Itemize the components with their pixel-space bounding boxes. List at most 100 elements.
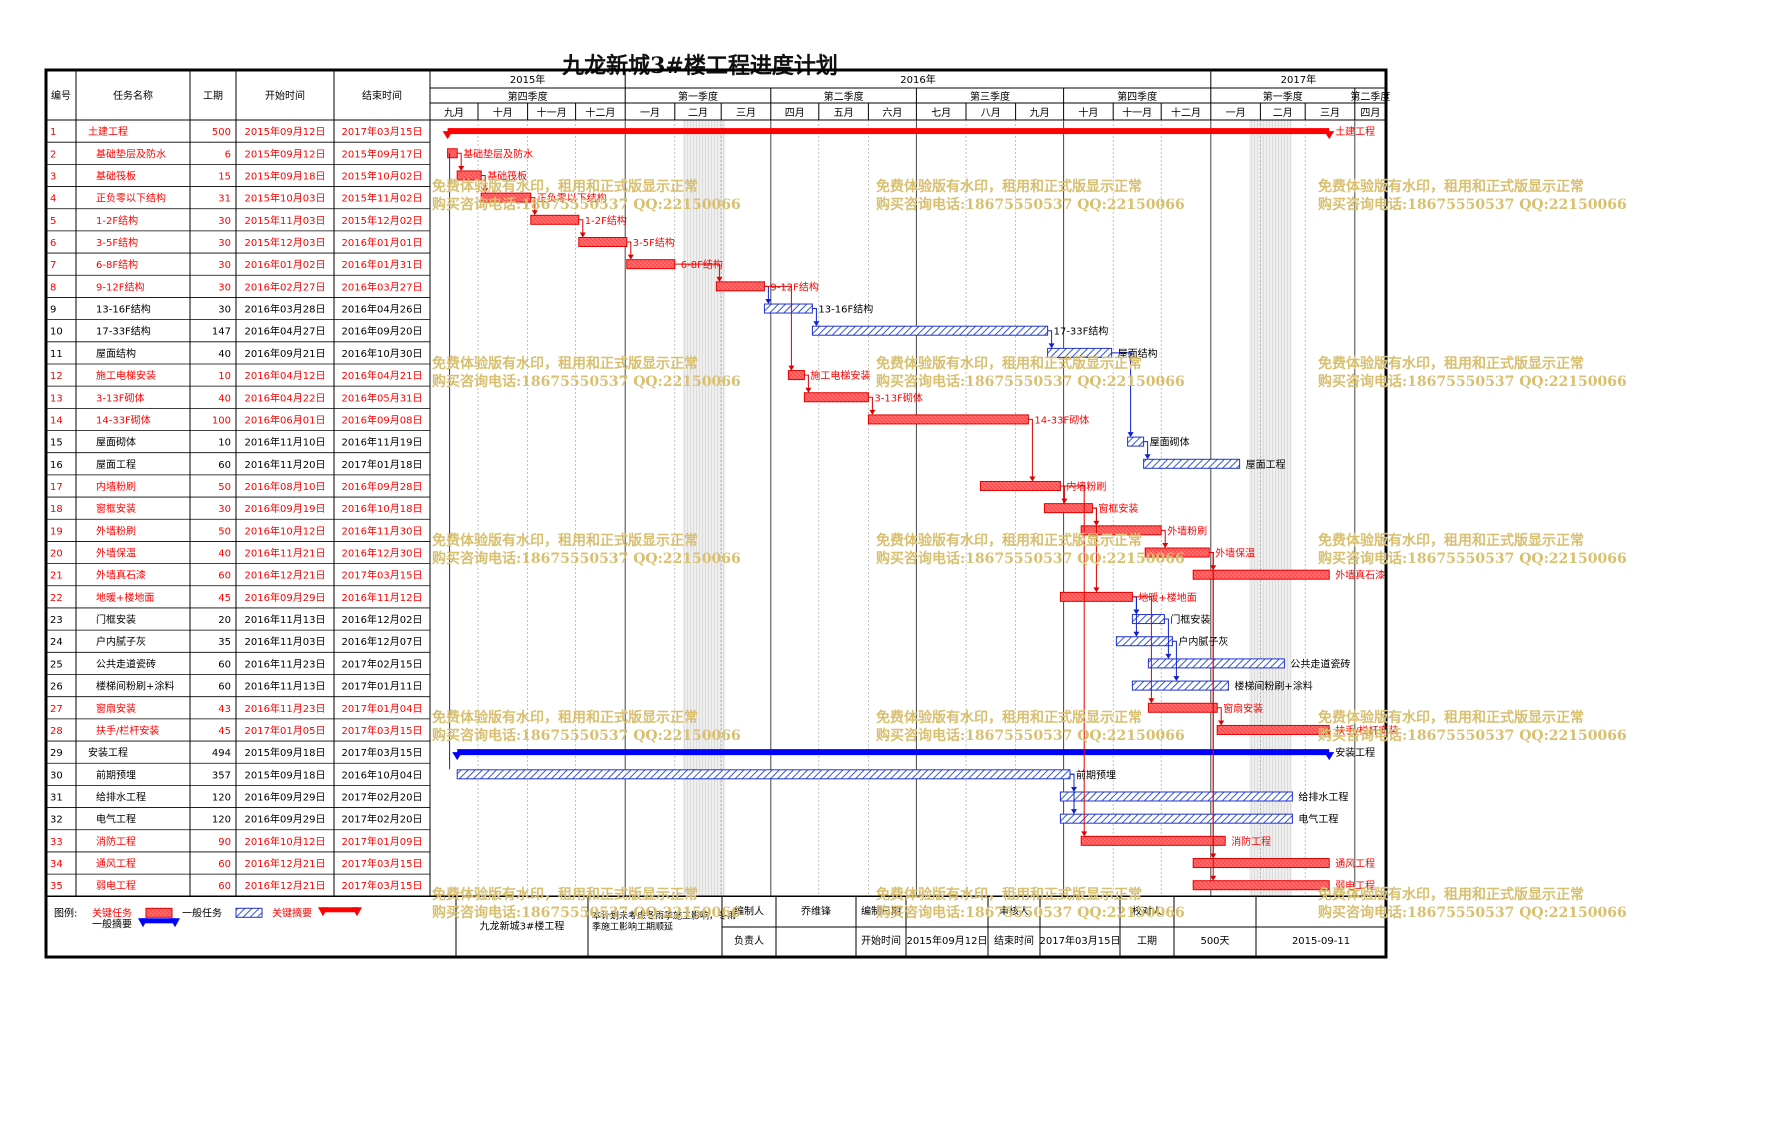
task-duration: 90 — [218, 837, 231, 848]
task-duration: 60 — [218, 571, 231, 582]
task-start: 2016年11月23日 — [245, 702, 326, 715]
watermark-text: 免费体验版有水印，租用和正式版显示正常购买咨询电话:18675550537 QQ… — [876, 886, 1185, 922]
task-name: 基础垫层及防水 — [96, 147, 166, 160]
task-name: 窗框安装 — [96, 502, 136, 515]
task-start: 2015年09月18日 — [245, 746, 326, 759]
dependency-line — [1070, 773, 1075, 811]
task-id: 17 — [50, 482, 63, 493]
task-duration: 60 — [218, 659, 231, 670]
footer-project: 九龙新城3#楼工程 — [480, 919, 565, 932]
task-id: 16 — [50, 460, 63, 471]
task-id: 31 — [50, 792, 63, 803]
dependency-line — [1209, 552, 1214, 877]
watermark-text: 免费体验版有水印，租用和正式版显示正常购买咨询电话:18675550537 QQ… — [432, 709, 741, 745]
task-start: 2016年06月01日 — [245, 413, 326, 426]
watermark-line: 购买咨询电话:18675550537 QQ:22150066 — [432, 197, 741, 213]
bar-label: 17-33F结构 — [1054, 325, 1109, 338]
watermark-text: 免费体验版有水印，租用和正式版显示正常购买咨询电话:18675550537 QQ… — [1318, 355, 1627, 391]
bar-label: 外墙粉刷 — [1167, 524, 1207, 537]
bar-label: 地暖+楼地面 — [1138, 591, 1196, 604]
task-duration: 40 — [218, 349, 231, 360]
header-name: 任务名称 — [113, 89, 153, 102]
month-label: 二月 — [1273, 107, 1293, 119]
dependency-arrow — [1210, 875, 1217, 881]
dependency-arrow — [482, 188, 489, 194]
task-start: 2016年01月02日 — [245, 258, 326, 271]
task-name: 前期预埋 — [96, 768, 136, 781]
dependency-line — [1172, 640, 1177, 678]
task-bar — [979, 480, 1061, 491]
header-end: 结束时间 — [362, 89, 402, 102]
task-bar — [1147, 658, 1285, 669]
footer-start-label: 开始时间 — [861, 934, 901, 947]
footer-prepared-by: 乔维锋 — [801, 904, 831, 917]
task-start: 2016年09月21日 — [245, 347, 326, 360]
legend-label: 图例: — [54, 906, 77, 919]
task-name: 通风工程 — [96, 858, 136, 870]
task-name: 屋面砌体 — [96, 437, 136, 449]
watermark-line: 购买咨询电话:18675550537 QQ:22150066 — [432, 551, 741, 567]
task-id: 14 — [50, 415, 63, 426]
task-name: 14-33F砌体 — [96, 414, 151, 426]
task-end: 2016年09月20日 — [342, 325, 423, 338]
watermark-line: 购买咨询电话:18675550537 QQ:22150066 — [876, 551, 1185, 567]
task-bar — [1127, 436, 1145, 447]
month-label: 十二月 — [1171, 106, 1201, 119]
task-duration: 45 — [218, 726, 231, 737]
task-bar — [530, 214, 580, 225]
task-id: 1 — [50, 127, 56, 138]
task-duration: 60 — [218, 460, 231, 471]
footer-duration-label: 工期 — [1137, 935, 1157, 947]
task-id: 6 — [50, 238, 56, 249]
task-bar — [1059, 591, 1133, 602]
bar-label: 给排水工程 — [1298, 790, 1348, 803]
task-end: 2016年04月26日 — [342, 303, 423, 316]
task-duration: 60 — [218, 682, 231, 693]
watermark-text: 免费体验版有水印，租用和正式版显示正常购买咨询电话:18675550537 QQ… — [1318, 709, 1627, 745]
dependency-line — [530, 197, 536, 212]
task-id: 12 — [50, 371, 63, 382]
month-label: 七月 — [931, 107, 951, 119]
task-duration: 40 — [218, 393, 231, 404]
dependency-arrow — [1218, 720, 1225, 726]
summary-bar — [457, 749, 1330, 756]
task-start: 2015年09月18日 — [245, 169, 326, 182]
bar-label: 通风工程 — [1335, 858, 1375, 870]
watermark-text: 免费体验版有水印，租用和正式版显示正常购买咨询电话:18675550537 QQ… — [876, 709, 1185, 745]
task-end: 2016年11月12日 — [342, 591, 423, 604]
legend-normal-swatch — [235, 907, 263, 918]
task-duration: 35 — [218, 637, 231, 648]
holiday-shade — [682, 120, 726, 897]
task-bar — [1080, 835, 1226, 846]
watermark-line: 购买咨询电话:18675550537 QQ:22150066 — [1318, 374, 1627, 390]
task-end: 2017年03月15日 — [342, 569, 423, 582]
task-name: 外墙真石漆 — [96, 569, 146, 582]
task-duration: 147 — [212, 327, 231, 338]
task-end: 2017年03月15日 — [342, 724, 423, 737]
dependency-line — [764, 285, 792, 367]
task-end: 2017年01月09日 — [342, 835, 423, 848]
header-duration: 工期 — [203, 90, 223, 102]
year-label: 2015年 — [510, 73, 545, 86]
task-duration: 494 — [212, 748, 231, 759]
task-duration: 45 — [218, 593, 231, 604]
task-bar — [1059, 791, 1293, 802]
watermark-line: 免费体验版有水印，租用和正式版显示正常 — [876, 356, 1142, 372]
month-label: 三月 — [1320, 107, 1340, 119]
dependency-line — [1060, 485, 1085, 833]
watermark-line: 免费体验版有水印，租用和正式版显示正常 — [876, 533, 1142, 549]
dependency-line — [1217, 707, 1222, 722]
watermark-line: 免费体验版有水印，租用和正式版显示正常 — [432, 887, 698, 903]
dependency-arrow — [1148, 698, 1155, 704]
task-name: 电气工程 — [96, 813, 136, 826]
task-duration: 357 — [212, 770, 231, 781]
watermark-text: 免费体验版有水印，租用和正式版显示正常购买咨询电话:18675550537 QQ… — [876, 532, 1185, 568]
task-duration: 50 — [218, 482, 231, 493]
dependency-line — [1028, 418, 1033, 478]
watermark-line: 免费体验版有水印，租用和正式版显示正常 — [1318, 533, 1584, 549]
quarter-label: 第二季度 — [1350, 90, 1390, 103]
bar-label: 安装工程 — [1335, 746, 1375, 759]
month-label: 十一月 — [1122, 106, 1152, 119]
task-name: 外墙保温 — [96, 547, 136, 560]
